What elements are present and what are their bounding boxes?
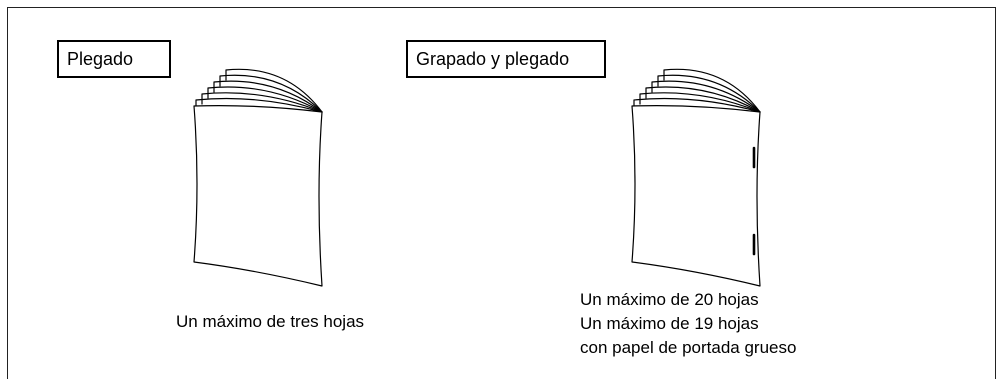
page-edge bbox=[225, 68, 323, 113]
page-edge bbox=[663, 68, 761, 113]
folded-pages bbox=[195, 68, 323, 113]
staple-fold-caption: Un máximo de 20 hojas Un máximo de 19 ho… bbox=[580, 288, 796, 360]
stapled-booklet-illustration bbox=[631, 68, 761, 287]
page-edge bbox=[207, 86, 323, 113]
diagram-frame bbox=[7, 7, 996, 379]
fold-label-box: Plegado bbox=[57, 40, 171, 78]
booklet-front-cover bbox=[631, 105, 761, 287]
page-edge bbox=[645, 86, 761, 113]
stapled-pages bbox=[633, 68, 761, 113]
staple-fold-label: Grapado y plegado bbox=[416, 49, 570, 69]
page-edge bbox=[213, 80, 323, 113]
fold-caption: Un máximo de tres hojas bbox=[176, 310, 364, 334]
page-edge bbox=[657, 74, 761, 113]
page-edge bbox=[201, 92, 323, 113]
page-edge bbox=[639, 92, 761, 113]
page-edge bbox=[195, 97, 323, 113]
fold-label: Plegado bbox=[67, 49, 134, 69]
page-edge bbox=[219, 74, 323, 113]
staple-caption-line-2: Un máximo de 19 hojas bbox=[580, 314, 759, 333]
folded-booklet-illustration bbox=[193, 68, 323, 287]
staple-fold-label-box: Grapado y plegado bbox=[406, 40, 606, 78]
page-edge bbox=[633, 97, 761, 113]
staple-caption-line-3: con papel de portada grueso bbox=[580, 338, 797, 357]
fold-caption-line: Un máximo de tres hojas bbox=[176, 312, 365, 331]
booklet-front-cover bbox=[193, 105, 323, 287]
page-edge bbox=[651, 80, 761, 113]
staple-caption-line-1: Un máximo de 20 hojas bbox=[580, 290, 759, 309]
